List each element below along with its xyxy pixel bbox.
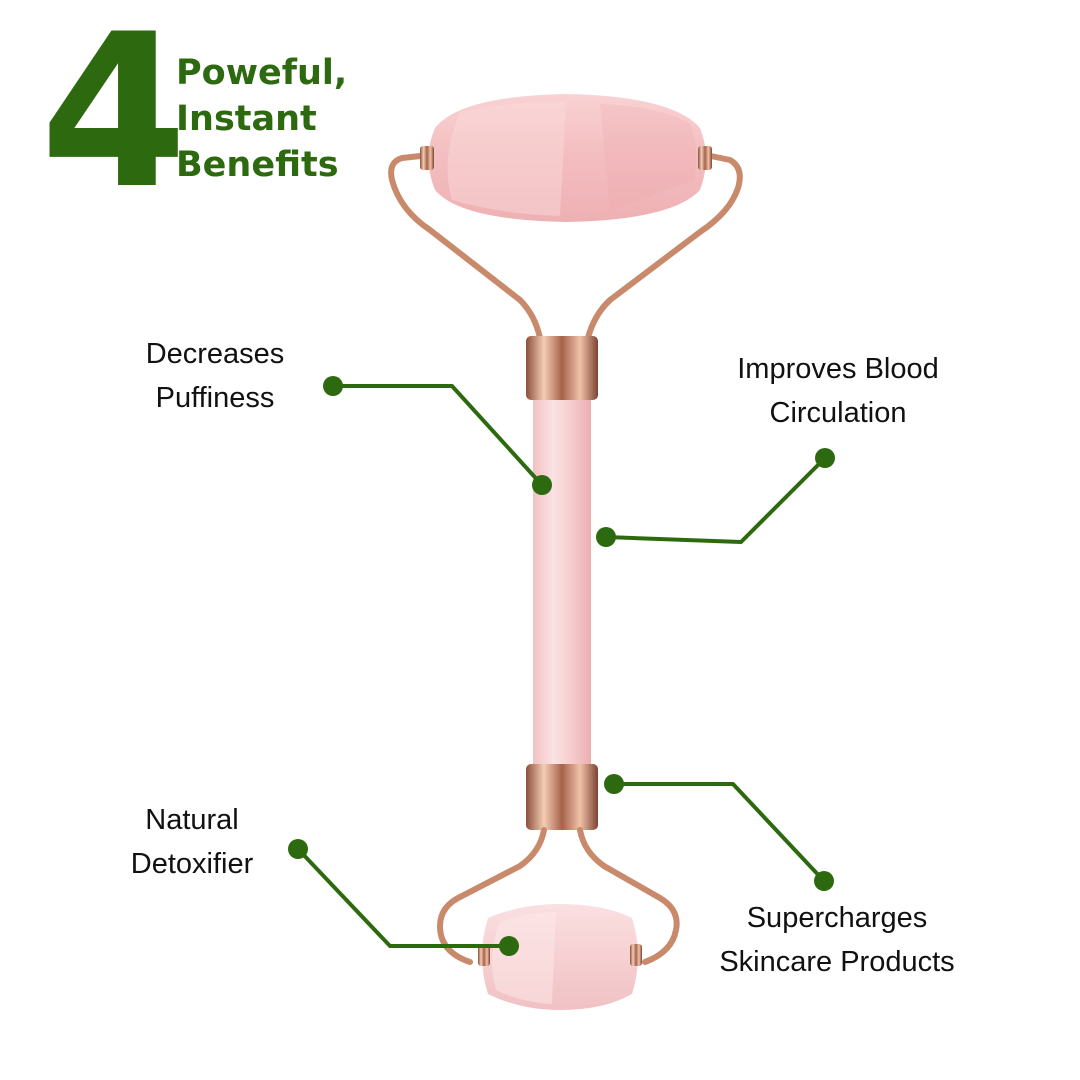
callout-line-decreases-puffiness	[331, 384, 544, 487]
callout-dot	[288, 839, 308, 859]
callout-dot	[323, 376, 343, 396]
headline-line: Benefits	[176, 145, 339, 185]
callout-dot	[815, 448, 835, 468]
benefit-label-supercharges-skincare: Supercharges Skincare Products	[688, 896, 986, 984]
callout-line-improves-circulation	[604, 456, 827, 544]
headline-text: Poweful, Instant Benefits	[176, 50, 347, 188]
roller-handle	[533, 372, 591, 772]
upper-collar	[526, 336, 598, 400]
benefit-label-improves-circulation: Improves Blood Circulation	[700, 347, 976, 435]
callout-dot	[532, 475, 552, 495]
benefit-line: Circulation	[769, 397, 907, 429]
benefit-line: Natural	[145, 804, 239, 836]
benefit-line: Improves Blood	[737, 353, 939, 385]
top-roller-stone	[428, 94, 706, 222]
benefit-line: Puffiness	[155, 382, 275, 414]
headline-line: Poweful,	[176, 53, 348, 93]
benefit-line: Supercharges	[746, 902, 928, 934]
benefit-line: Detoxifier	[130, 848, 254, 880]
callout-dot	[814, 871, 834, 891]
headline-line: Instant	[176, 99, 317, 139]
benefit-line: Decreases	[145, 338, 285, 370]
callout-dot	[604, 774, 624, 794]
benefit-line: Skincare Products	[719, 946, 955, 978]
top-frame-wire	[388, 152, 743, 341]
callout-dot	[499, 936, 519, 956]
callout-line-natural-detoxifier	[296, 847, 511, 948]
benefit-label-decreases-puffiness: Decreases Puffiness	[108, 332, 322, 420]
callout-line-supercharges-skincare	[612, 782, 826, 883]
benefit-label-natural-detoxifier: Natural Detoxifier	[102, 798, 282, 886]
lower-collar	[526, 764, 598, 830]
bottom-roller-stone	[482, 904, 638, 1010]
headline-number: 4	[40, 0, 187, 235]
callout-dot	[596, 527, 616, 547]
